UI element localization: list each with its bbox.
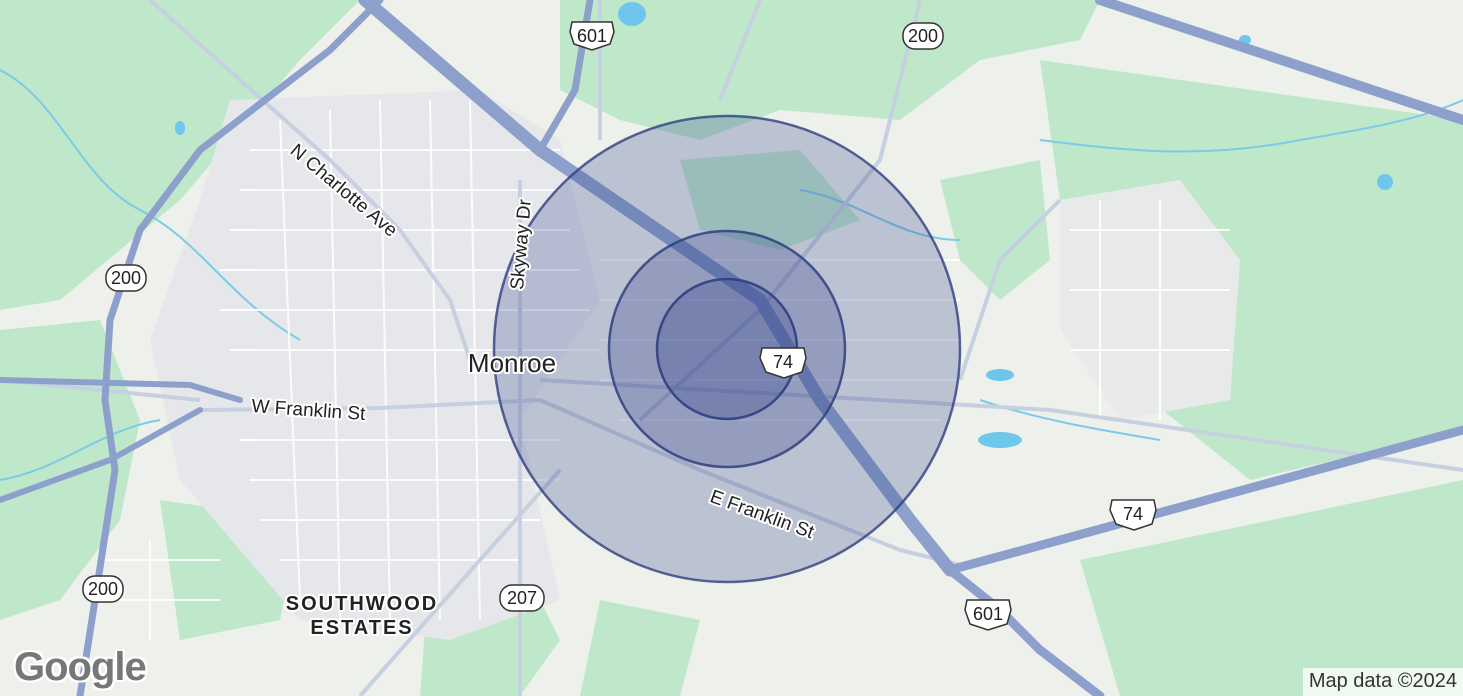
streams — [0, 69, 1463, 481]
neighborhood-label-line2[interactable]: ESTATES — [308, 615, 413, 641]
state-route-shield-200-top[interactable]: 200 — [902, 22, 944, 50]
svg-text:601: 601 — [577, 26, 607, 46]
radius-rings — [492, 114, 962, 584]
radius-ring-middle[interactable] — [607, 229, 847, 469]
us-route-shield-601-top[interactable]: 601 — [569, 21, 615, 51]
svg-text:200: 200 — [111, 268, 141, 288]
urban-area-east — [1060, 180, 1240, 420]
state-route-shield-200-left[interactable]: 200 — [105, 264, 147, 292]
svg-text:200: 200 — [88, 579, 118, 599]
us-route-shield-601-bottom[interactable]: 601 — [964, 599, 1012, 631]
svg-text:74: 74 — [773, 352, 793, 372]
neighborhood-label-line1[interactable]: SOUTHWOOD — [284, 591, 438, 617]
radius-ring-outer[interactable] — [492, 114, 962, 584]
google-logo: Google — [14, 645, 147, 689]
us-route-shield-74-center[interactable]: 74 — [759, 347, 807, 379]
svg-text:207: 207 — [507, 588, 537, 608]
state-route-shield-200-bottom[interactable]: 200 — [82, 575, 124, 603]
svg-text:200: 200 — [908, 26, 938, 46]
route-shields: 601 200 200 200 74 74 — [82, 21, 1157, 631]
water-bodies — [175, 2, 1393, 448]
city-label[interactable]: Monroe — [466, 346, 558, 380]
svg-text:74: 74 — [1123, 504, 1143, 524]
svg-text:601: 601 — [973, 604, 1003, 624]
urban-area — [150, 90, 600, 640]
street-grid — [100, 99, 1230, 640]
us-route-shield-74-right[interactable]: 74 — [1109, 499, 1157, 531]
state-route-shield-207[interactable]: 207 — [499, 584, 545, 612]
map-attribution: Map data ©2024 — [1302, 668, 1463, 696]
